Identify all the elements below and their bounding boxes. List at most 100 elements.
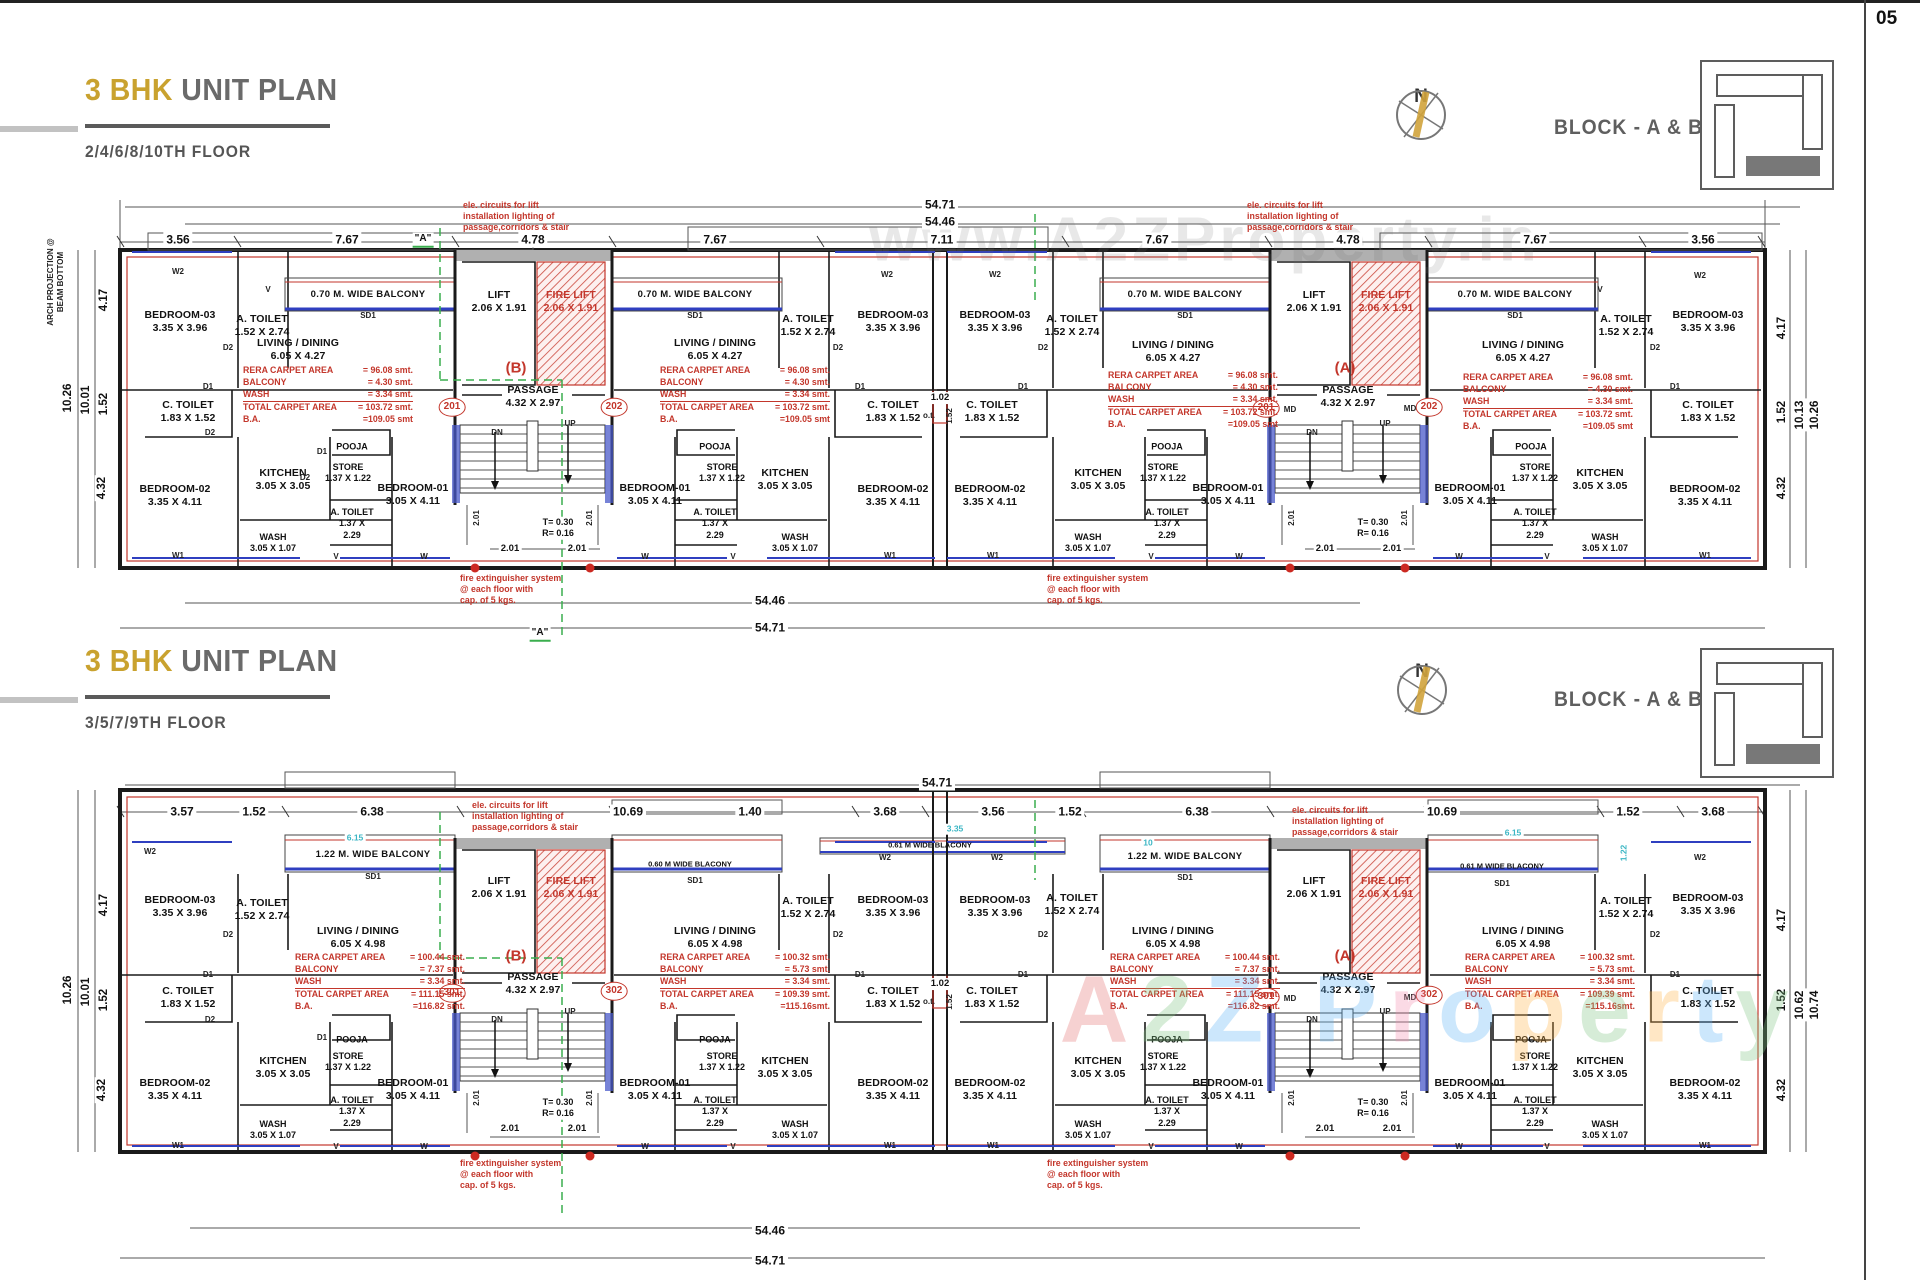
plan-label: LIVING / DINING 6.05 X 4.98: [316, 924, 400, 950]
plan-label: 4.17: [96, 286, 112, 314]
plan-label: 4.32: [94, 474, 110, 502]
rera-area-table: RERA CARPET AREA= 100.44 smt.BALCONY= 7.…: [1110, 952, 1280, 1011]
plan-label: MD: [1403, 993, 1417, 1002]
plan-label: KITCHEN 3.05 X 3.05: [1572, 1054, 1628, 1080]
plan-label: PASSAGE 4.32 X 2.97: [505, 383, 561, 409]
plan-label: LIVING / DINING 6.05 X 4.27: [1131, 338, 1215, 364]
plan-label: D1: [1669, 382, 1681, 391]
plan-label: WASH 3.05 X 1.07: [771, 1118, 819, 1140]
plan-label: 6.15: [1502, 827, 1524, 839]
plan-label: V: [1148, 1142, 1154, 1151]
plan-label: STORE 1.37 X 1.22: [698, 1050, 746, 1072]
plan-label: BEDROOM-01 3.05 X 4.11: [377, 1076, 449, 1102]
plan-label: 1.52: [1613, 804, 1643, 820]
key-plan-wing-top: [1716, 74, 1804, 97]
plan-label: UP: [1379, 419, 1391, 428]
plan-label: T= 0.30 R= 0.16: [1357, 516, 1389, 540]
plan-label: KITCHEN 3.05 X 3.05: [1070, 466, 1126, 492]
plan-label: 201: [438, 397, 466, 417]
plan-label: fire extinguisher system @ each floor wi…: [1047, 573, 1149, 605]
plan-label: fire extinguisher system @ each floor wi…: [460, 1158, 562, 1190]
plan-label: W: [420, 552, 428, 561]
plan-label: KITCHEN 3.05 X 3.05: [1572, 466, 1628, 492]
plan-label: PASSAGE 4.32 X 2.97: [1320, 970, 1376, 996]
plan-label: A. TOILET 1.37 X 2.29: [1145, 1095, 1189, 1128]
plan-label: 1.22 M. WIDE BALCONY: [1127, 851, 1243, 863]
title-underline: [85, 695, 330, 699]
plan-label: C. TOILET 1.83 X 1.52: [964, 398, 1020, 424]
plan-label: W2: [991, 853, 1003, 862]
plan-label: BEDROOM-03 3.35 X 3.96: [959, 893, 1031, 919]
key-plan-icon: [1700, 60, 1834, 190]
page-title: 3 BHK UNIT PLAN: [85, 643, 338, 679]
title-rest-text: UNIT PLAN: [181, 72, 338, 107]
plan-label: (B): [505, 359, 527, 377]
plan-label: 0.61 M WIDE BLACONY: [888, 840, 972, 850]
plan-label: fire extinguisher system @ each floor wi…: [460, 573, 562, 605]
plan-label: 2.01: [1380, 543, 1404, 555]
plan-label: BEDROOM-02 3.35 X 4.11: [139, 1076, 211, 1102]
plan-label: DN: [1306, 428, 1318, 437]
plan-label: SD1: [1177, 873, 1193, 882]
plan-label: KITCHEN 3.05 X 3.05: [1070, 1054, 1126, 1080]
plan-label: ele. circuits for lift installation ligh…: [463, 200, 570, 232]
plan-label: C. TOILET 1.83 X 1.52: [1680, 398, 1736, 424]
plan-label: 1.52: [1055, 804, 1085, 820]
rera-area-table: RERA CARPET AREA= 96.08 smt.BALCONY= 4.3…: [660, 365, 830, 424]
plan-label: D2: [204, 428, 216, 437]
plan-label: 2.01: [472, 1090, 481, 1106]
plan-label: W1: [1699, 1141, 1711, 1150]
plan-label: ele. circuits for lift installation ligh…: [472, 800, 579, 832]
plan-label: 54.46: [751, 1223, 789, 1239]
plan-label: ele. circuits for lift installation ligh…: [1292, 805, 1399, 837]
plan-label: 54.71: [751, 1253, 789, 1269]
plan-label: 1.22: [1618, 844, 1630, 862]
plan-label: 7.67: [1142, 232, 1172, 248]
rera-area-table: RERA CARPET AREA= 96.08 smt.BALCONY= 4.3…: [1108, 370, 1278, 429]
plan-label: POOJA: [699, 1034, 731, 1045]
plan-label: www.A2ZProperty.in: [869, 205, 1541, 275]
plan-label: V: [1597, 285, 1603, 294]
plan-label: 4.32: [94, 1076, 110, 1104]
plan-label: 1.52: [945, 408, 954, 424]
plan-label: D2: [1037, 930, 1049, 939]
plan-label: W1: [987, 1141, 999, 1150]
plan-label: SD1: [1494, 879, 1510, 888]
plan-label: LIVING / DINING 6.05 X 4.98: [1131, 924, 1215, 950]
plan-label: STORE 1.37 X 1.22: [1511, 1050, 1559, 1072]
plan-label: LIFT 2.06 X 1.91: [471, 874, 527, 900]
plan-label: STORE 1.37 X 1.22: [324, 461, 372, 483]
plan-label: W: [641, 1142, 649, 1151]
plan-label: 10.74: [1807, 988, 1823, 1022]
plan-label: 202: [600, 397, 628, 417]
plan-label: 7.67: [700, 232, 730, 248]
sheet-border-top: [0, 0, 1920, 3]
plan-label: A. TOILET 1.37 X 2.29: [1145, 507, 1189, 540]
plan-label: V: [730, 1142, 736, 1151]
plan-label: W: [1455, 1142, 1463, 1151]
plan-label: A. TOILET 1.52 X 2.74: [234, 312, 290, 338]
plan-label: BEDROOM-03 3.35 X 3.96: [144, 308, 216, 334]
rera-area-table: RERA CARPET AREA= 96.08 smt.BALCONY= 4.3…: [243, 365, 413, 424]
plan-label: 2.01: [1313, 543, 1337, 555]
title-accent-text: 3 BHK: [85, 72, 173, 107]
plan-label: 54.71: [921, 197, 959, 213]
plan-label: A. TOILET 1.52 X 2.74: [780, 894, 836, 920]
plan-label: 7.67: [332, 232, 362, 248]
plan-label: BEDROOM-02 3.35 X 4.11: [954, 1076, 1026, 1102]
plan-label: D2: [299, 473, 311, 482]
plan-label: PASSAGE 4.32 X 2.97: [1320, 383, 1376, 409]
plan-label: 0.70 M. WIDE BALCONY: [310, 289, 426, 301]
plan-label: A. TOILET 1.52 X 2.74: [1044, 891, 1100, 917]
plan-label: 0.70 M. WIDE BALCONY: [1457, 289, 1573, 301]
plan-label: 54.46: [751, 593, 789, 609]
plan-label: W1: [884, 551, 896, 560]
plan-label: D1: [202, 970, 214, 979]
plan-label: (A): [1334, 359, 1356, 377]
plan-label: W2: [172, 267, 184, 276]
plan-label: MD: [1283, 994, 1297, 1003]
plan-label: A. TOILET 1.52 X 2.74: [1598, 312, 1654, 338]
key-plan-highlighted-block: [1746, 744, 1820, 764]
plan-label: 4.17: [96, 891, 112, 919]
plan-label: A. TOILET 1.52 X 2.74: [1598, 894, 1654, 920]
